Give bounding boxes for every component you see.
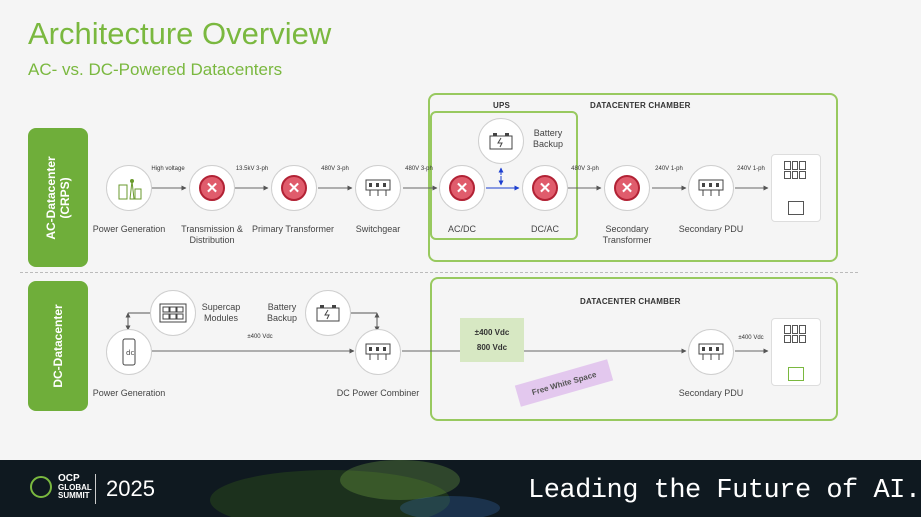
generator-icon: dc <box>122 338 136 366</box>
slide <box>0 0 921 460</box>
acdc-node: ✕ <box>439 165 485 211</box>
ac-secondary-pdu-node <box>688 165 734 211</box>
dc-voltage-box: ±400 Vdc 800 Vdc <box>460 318 524 362</box>
ac-server-rack <box>771 154 821 222</box>
server-icon <box>784 161 806 179</box>
primary-transformer-node: ✕ <box>271 165 317 211</box>
pdu-icon <box>698 343 724 360</box>
voltage-label: 240V 1-ph <box>737 166 765 172</box>
switchgear-icon <box>365 179 391 196</box>
blocked-icon: ✕ <box>614 175 640 201</box>
dcac-node: ✕ <box>522 165 568 211</box>
combiner-icon <box>365 343 391 360</box>
secondary-transformer-node: ✕ <box>604 165 650 211</box>
ac-power-generation-label: Power Generation <box>92 224 166 234</box>
battery-icon <box>489 133 513 150</box>
ocp-logo-icon <box>30 476 52 498</box>
voltage-label: 480V 3-ph <box>405 166 433 172</box>
bus-voltage-label: ±400 Vdc <box>247 334 273 340</box>
acdc-label: AC/DC <box>447 224 476 234</box>
ups-box <box>430 111 578 240</box>
org-line3: SUMMIT <box>58 491 90 500</box>
footer-year: 2025 <box>106 476 155 501</box>
page-title: Architecture Overview <box>28 16 332 51</box>
ac-datacenter-chamber-box <box>428 93 838 262</box>
blocked-icon: ✕ <box>281 175 307 201</box>
dc-server-rack <box>771 318 821 386</box>
power-plant-icon <box>118 179 142 200</box>
transmission-label: Transmission & Distribution <box>181 224 243 245</box>
dc-datacenter-label: DC-Datacenter <box>28 281 88 411</box>
ac-battery-label: Battery Backup <box>532 128 564 149</box>
primary-transformer-label: Primary Transformer <box>251 224 334 234</box>
dc-battery-node <box>305 290 351 336</box>
dc-power-generation-node: dc <box>106 329 152 375</box>
blocked-icon: ✕ <box>532 175 558 201</box>
supercap-icon <box>159 303 187 323</box>
pdu-icon <box>698 179 724 196</box>
power-supply-icon <box>788 367 804 381</box>
connector-lines <box>125 167 769 354</box>
ac-chamber-title: DATACENTER CHAMBER <box>590 101 691 110</box>
org-line2: GLOBAL <box>58 483 92 492</box>
battery-icon <box>316 305 340 322</box>
vdc-line1: ±400 Vdc <box>474 328 510 337</box>
dc-secondary-pdu-label: Secondary PDU <box>678 388 744 398</box>
ac-battery-node <box>478 118 524 164</box>
ac-power-generation-node <box>106 165 152 211</box>
dc-power-generation-label: Power Generation <box>92 388 166 398</box>
ac-secondary-pdu-label: Secondary PDU <box>678 224 744 234</box>
svg-text:dc: dc <box>126 349 134 357</box>
dcac-label: DC/AC <box>530 224 559 234</box>
blocked-icon: ✕ <box>449 175 475 201</box>
ac-datacenter-label: AC-Datacenter(CRPS) <box>28 128 88 267</box>
dc-battery-label: Battery Backup <box>266 302 298 323</box>
server-icon <box>784 325 806 343</box>
org-line1: OCP <box>58 473 80 484</box>
supercap-label: Supercap Modules <box>201 302 241 323</box>
dc-datacenter-chamber-box <box>430 277 838 421</box>
switchgear-node <box>355 165 401 211</box>
ocp-org-name: OCP GLOBAL SUMMIT <box>58 474 92 500</box>
voltage-label: 480V 3-ph <box>571 166 599 172</box>
voltage-label: 240V 1-ph <box>655 166 683 172</box>
dc-secondary-pdu-node <box>688 329 734 375</box>
power-supply-icon <box>788 201 804 215</box>
transmission-node: ✕ <box>189 165 235 211</box>
voltage-label: High voltage <box>151 166 185 172</box>
switchgear-label: Switchgear <box>355 224 401 234</box>
ups-title: UPS <box>493 101 511 110</box>
page-subtitle: AC- vs. DC-Powered Datacenters <box>28 60 283 79</box>
voltage-label: 13.5kV 3-ph <box>235 166 269 172</box>
vdc-line2: 800 Vdc <box>476 343 508 352</box>
footer-decoration <box>210 460 500 517</box>
pdu-voltage-label: ±400 Vdc <box>738 335 764 341</box>
footer-tagline: Leading the Future of AI. <box>528 476 921 506</box>
supercap-node <box>150 290 196 336</box>
footer-bar <box>0 460 921 517</box>
dc-combiner-label: DC Power Combiner <box>336 388 420 398</box>
voltage-label: 480V 3-ph <box>321 166 349 172</box>
dc-combiner-node <box>355 329 401 375</box>
footer-divider <box>95 474 96 504</box>
blocked-icon: ✕ <box>199 175 225 201</box>
secondary-transformer-label: Secondary Transformer <box>602 224 652 245</box>
dc-chamber-title: DATACENTER CHAMBER <box>580 297 681 306</box>
row-divider <box>20 272 858 273</box>
